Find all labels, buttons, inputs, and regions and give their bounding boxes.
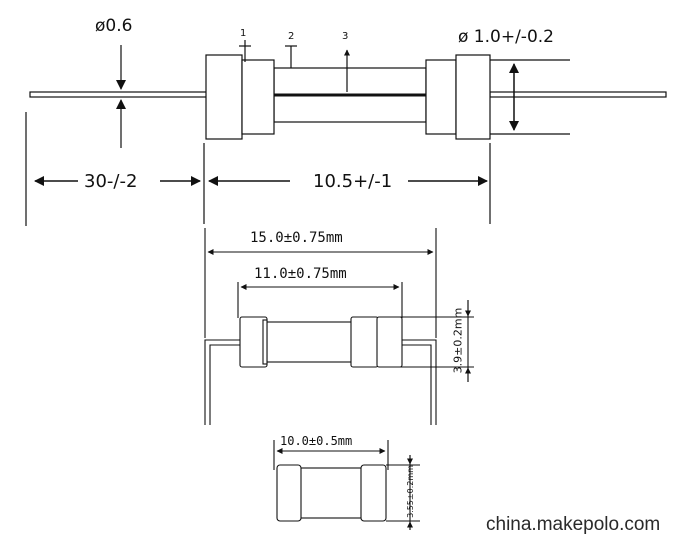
bot-length-label: 10.0±0.5mm [280, 434, 353, 448]
mid-right-lead-inner [402, 344, 432, 425]
mid-diameter-label: 3.9±0.2mm [451, 307, 465, 374]
body-length-label: 10.5+/-1 [313, 171, 393, 192]
mid-right-cap-end [376, 316, 403, 368]
bot-diameter-label: 3.55±0.2mm [405, 465, 415, 518]
left-cap-outer [205, 54, 243, 140]
bot-body [295, 467, 367, 519]
right-cap-inner [425, 59, 457, 135]
bot-left-cap [276, 464, 302, 522]
mid-overall-length-label: 15.0±0.75mm [250, 230, 343, 246]
part-marker-3: 3 [342, 31, 349, 42]
watermark-text: china.makepolo.com [486, 514, 661, 535]
mid-body-length-label: 11.0±0.75mm [254, 266, 347, 282]
bottom-view [273, 440, 420, 530]
mid-left-lead-outer [204, 339, 240, 425]
middle-view [204, 228, 474, 425]
part-marker-1: 1 [240, 28, 247, 39]
part-marker-2: 2 [288, 31, 295, 42]
right-cap-outer [455, 54, 491, 140]
lead-diameter-label: ø0.6 [95, 16, 133, 36]
body-diameter-label: ø 1.0+/-0.2 [458, 27, 554, 47]
mid-left-cap-inner [262, 319, 268, 365]
bot-right-cap [360, 464, 387, 522]
mid-right-lead-outer [402, 339, 437, 425]
lead-length-label: 30-/-2 [84, 171, 138, 192]
right-lead [489, 91, 667, 98]
mid-right-cap [350, 316, 379, 368]
mid-tube [262, 321, 354, 363]
left-lead [29, 91, 209, 98]
left-cap-inner [241, 59, 275, 135]
top-view [25, 40, 667, 226]
mid-left-lead-inner [209, 344, 240, 425]
